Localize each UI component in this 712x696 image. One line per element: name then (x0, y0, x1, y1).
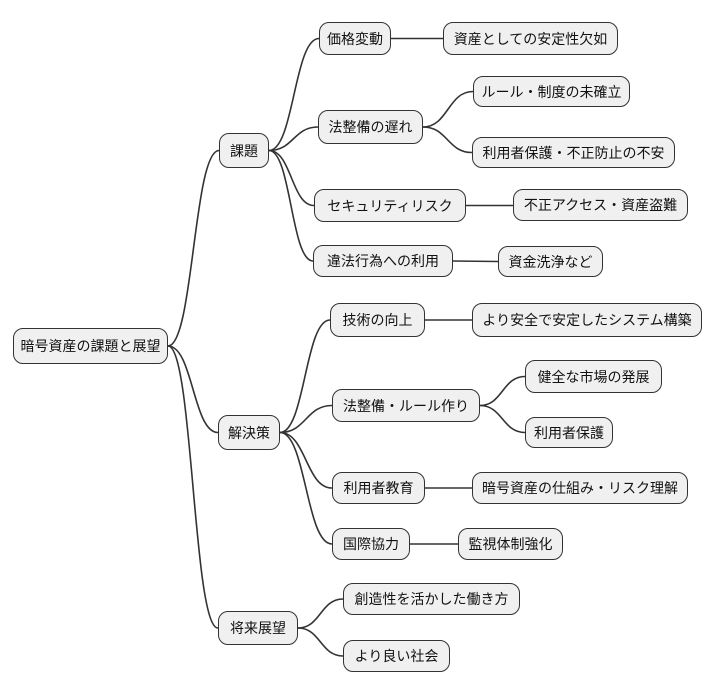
node-kenzen-shijou: 健全な市場の発展 (525, 360, 662, 393)
node-shikumi-rikai: 暗号資産の仕組み・リスク理解 (472, 472, 688, 504)
node-yoriyoi-shakai: より良い社会 (343, 640, 450, 672)
edge-kadai-to-security-risk (268, 149, 315, 207)
edge-houseibi-rule-to-riyousha-hogo (479, 404, 526, 434)
node-fusei-access: 不正アクセス・資産盗難 (513, 189, 688, 221)
edge-houseibi-rule-to-kenzen (479, 375, 526, 407)
node-ihoukoui: 違法行為への利用 (313, 245, 453, 277)
edge-kadai-to-kakakuhendou (268, 37, 320, 152)
node-kanshi-taisei: 監視体制強化 (458, 528, 563, 560)
edge-kadai-to-ihoukoui (268, 149, 314, 262)
node-houseibi-okure: 法整備の遅れ (318, 110, 423, 144)
edge-kaiketsusaku-to-kokusai (279, 431, 333, 545)
edge-ihoukoui-to-shikin-senjou (452, 260, 499, 263)
edge-root-to-shouraitenbou (167, 345, 219, 629)
node-shikin-senjou: 資金洗浄など (498, 246, 603, 277)
node-system-kouchiku: より安全で安定したシステム構築 (472, 303, 702, 337)
node-kakakuhendou: 価格変動 (319, 22, 391, 55)
node-souzousei: 創造性を活かした働き方 (343, 583, 520, 615)
edge-shourai-to-yoriyoi (297, 627, 344, 657)
node-shouraitenbou: 将来展望 (218, 611, 298, 645)
node-kaiketsusaku: 解決策 (218, 415, 280, 450)
edge-root-to-kaiketsusaku (167, 345, 219, 434)
edge-houseibi-to-riyousha-hogo-fusei (422, 126, 473, 154)
node-riyousha-kyouiku: 利用者教育 (332, 472, 425, 504)
edge-kaiketsusaku-to-houseibi-rule (279, 404, 333, 434)
node-root: 暗号資産の課題と展望 (13, 328, 168, 364)
edge-kaiketsusaku-to-gijutsu (279, 319, 331, 434)
node-riyousha-hogo: 利用者保護 (525, 417, 613, 448)
edge-kadai-to-houseibi-okure (268, 126, 319, 152)
edge-houseibi-to-rule-seido (422, 90, 474, 128)
node-houseibi-rule: 法整備・ルール作り (332, 389, 480, 422)
node-gijutsu-koujou: 技術の向上 (330, 303, 425, 337)
node-rule-seido: ルール・制度の未確立 (473, 76, 630, 107)
node-shisan-antei: 資産としての安定性欠如 (443, 22, 618, 55)
edge-root-to-kadai (167, 149, 220, 347)
edge-kaiketsusaku-to-riyousha-kyouiku (279, 431, 333, 489)
node-kadai: 課題 (219, 133, 269, 168)
node-riyousha-hogo-fusei: 利用者保護・不正防止の不安 (472, 137, 675, 168)
node-security-risk: セキュリティリスク (314, 189, 466, 222)
edge-shourai-to-souzousei (297, 598, 344, 629)
node-kokusai-kyouryoku: 国際協力 (332, 528, 410, 560)
